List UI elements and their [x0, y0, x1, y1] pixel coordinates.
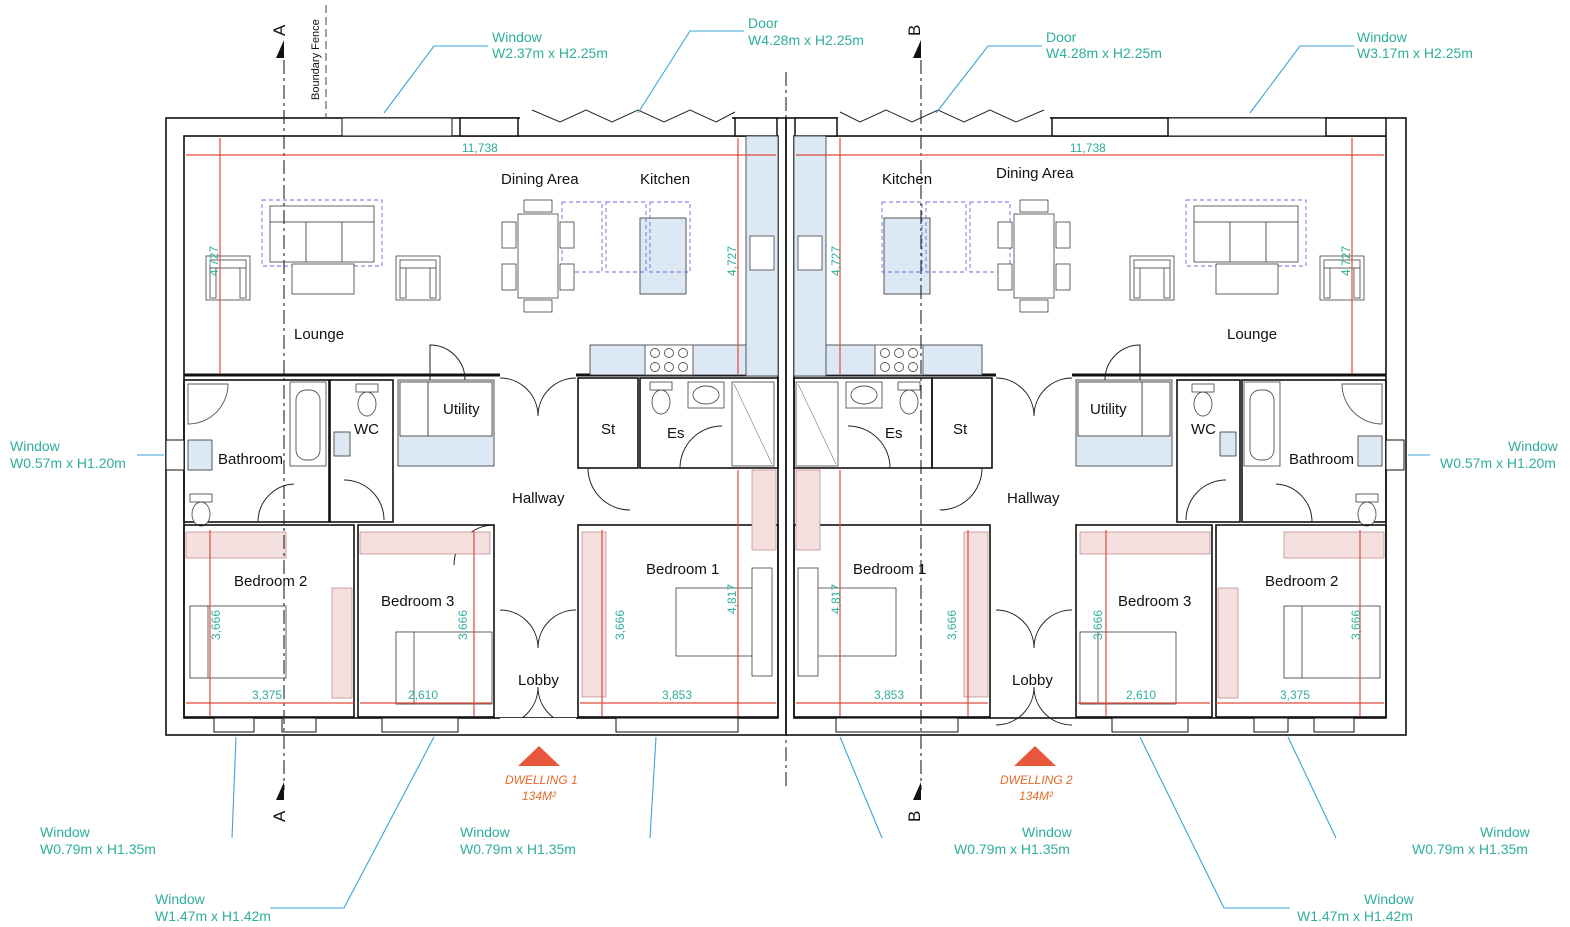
- dwelling-2-marker-icon: [1014, 746, 1056, 766]
- dwelling-1-marker-icon: [518, 746, 560, 766]
- dwelling-1: [165, 109, 787, 736]
- dim-d2-bed2-h: 3,666: [1349, 610, 1363, 640]
- callout-window-bottom-1-size: W0.79m x H1.35m: [40, 841, 156, 857]
- callout-window-bottom-4-title: Window: [1022, 824, 1073, 840]
- dim-d1-width: 11,738: [462, 141, 498, 155]
- room-d2-es: Es: [885, 425, 903, 442]
- dim-d1-bed3-w: 2,610: [408, 688, 438, 702]
- dim-d2-bed3-h: 3,666: [1091, 610, 1105, 640]
- dim-d1-bed1-h: 3,666: [613, 610, 627, 640]
- dim-d2-bed1-w: 3,853: [874, 688, 904, 702]
- section-arrow-b-top: [913, 40, 921, 58]
- room-d2-wc: WC: [1191, 421, 1216, 438]
- callout-window-bottom-1-title: Window: [40, 824, 91, 840]
- dim-d1-bed1-w: 3,853: [662, 688, 692, 702]
- room-d1-lounge: Lounge: [294, 326, 344, 343]
- dim-d2-bed3-w: 2,610: [1126, 688, 1156, 702]
- room-d2-bathroom: Bathroom: [1289, 451, 1354, 468]
- callout-window-top-left-size: W2.37m x H2.25m: [492, 45, 608, 61]
- dim-d2-width: 11,738: [1070, 141, 1106, 155]
- callout-window-bottom-6-size: W0.79m x H1.35m: [1412, 841, 1528, 857]
- dwelling-2-name: DWELLING 2: [1000, 773, 1073, 787]
- callout-window-bottom-2-size: W1.47m x H1.42m: [155, 908, 271, 924]
- callout-door-top-left-title: Door: [748, 15, 779, 31]
- room-d1-bed1: Bedroom 1: [646, 561, 719, 578]
- dwelling-2: [785, 109, 1407, 736]
- callout-window-side-right-size: W0.57m x H1.20m: [1440, 455, 1556, 471]
- room-d1-hallway: Hallway: [512, 490, 565, 507]
- dimension-lines: [186, 138, 1384, 716]
- section-label-a-top: A: [270, 24, 289, 36]
- callout-window-bottom-5-size: W1.47m x H1.42m: [1297, 908, 1413, 924]
- room-d2-bed2: Bedroom 2: [1265, 573, 1338, 590]
- dim-d2-bed2-w: 3,375: [1280, 688, 1310, 702]
- callout-door-top-left-size: W4.28m x H2.25m: [748, 32, 864, 48]
- callout-door-top-right-title: Door: [1046, 29, 1077, 45]
- dim-d2-bed1-h2: 4,817: [829, 584, 843, 614]
- bifold-door: [531, 109, 736, 123]
- section-arrow-b-bottom: [913, 782, 921, 800]
- dim-d1-bed3-h: 3,666: [456, 610, 470, 640]
- room-d2-bed1: Bedroom 1: [853, 561, 926, 578]
- room-d2-lounge: Lounge: [1227, 326, 1277, 343]
- section-arrow-a-bottom: [276, 782, 284, 800]
- boundary-fence-label: Boundary Fence: [310, 19, 322, 100]
- dim-d1-bed1-h2: 4,817: [725, 584, 739, 614]
- room-d2-dining: Dining Area: [996, 165, 1074, 182]
- callout-window-top-right-title: Window: [1357, 29, 1408, 45]
- room-d1-st: St: [601, 421, 616, 438]
- room-d1-kitchen: Kitchen: [640, 171, 690, 188]
- callout-window-top-right-size: W3.17m x H2.25m: [1357, 45, 1473, 61]
- room-d2-lobby: Lobby: [1012, 672, 1053, 689]
- callout-door-top-right-size: W4.28m x H2.25m: [1046, 45, 1162, 61]
- callout-window-bottom-6-title: Window: [1480, 824, 1531, 840]
- room-d2-hallway: Hallway: [1007, 490, 1060, 507]
- room-d1-utility: Utility: [443, 401, 480, 418]
- section-label-a-bottom: A: [270, 810, 289, 822]
- section-label-b-top: B: [905, 25, 924, 36]
- room-d2-utility: Utility: [1090, 401, 1127, 418]
- room-d1-bathroom: Bathroom: [218, 451, 283, 468]
- room-d2-bed3: Bedroom 3: [1118, 593, 1191, 610]
- dim-d1-bed2-w: 3,375: [252, 688, 282, 702]
- callout-window-side-right-title: Window: [1508, 438, 1559, 454]
- room-d1-bed2: Bedroom 2: [234, 573, 307, 590]
- dim-d2-bed1-h: 3,666: [945, 610, 959, 640]
- dim-d2-kitchen-h: 4,727: [829, 246, 843, 276]
- room-d2-st: St: [953, 421, 968, 438]
- section-label-b-bottom: B: [905, 811, 924, 822]
- dwelling-2-area: 134M²: [1019, 789, 1054, 803]
- room-d1-bed3: Bedroom 3: [381, 593, 454, 610]
- dwelling-1-name: DWELLING 1: [505, 773, 578, 787]
- room-d1-es: Es: [667, 425, 685, 442]
- room-d1-lobby: Lobby: [518, 672, 559, 689]
- dim-d2-lounge-h: 4,727: [1339, 246, 1353, 276]
- callout-window-side-left-title: Window: [10, 438, 61, 454]
- leader-lines: [137, 30, 1430, 909]
- callout-window-bottom-3-size: W0.79m x H1.35m: [460, 841, 576, 857]
- room-d1-dining: Dining Area: [501, 171, 579, 188]
- dim-d1-bed2-h: 3,666: [209, 610, 223, 640]
- callout-window-side-left-size: W0.57m x H1.20m: [10, 455, 126, 471]
- callout-window-bottom-3-title: Window: [460, 824, 511, 840]
- room-d1-wc: WC: [354, 421, 379, 438]
- dim-d1-lounge-h: 4,727: [207, 246, 221, 276]
- callout-window-bottom-4-size: W0.79m x H1.35m: [954, 841, 1070, 857]
- callout-window-bottom-5-title: Window: [1364, 891, 1415, 907]
- room-d2-kitchen: Kitchen: [882, 171, 932, 188]
- window-top-left: [341, 117, 453, 137]
- callout-window-bottom-2-title: Window: [155, 891, 206, 907]
- dwelling-1-area: 134M²: [522, 789, 557, 803]
- section-arrow-a-top: [276, 40, 284, 58]
- callout-window-top-left-title: Window: [492, 29, 543, 45]
- dim-d1-kitchen-h: 4,727: [725, 246, 739, 276]
